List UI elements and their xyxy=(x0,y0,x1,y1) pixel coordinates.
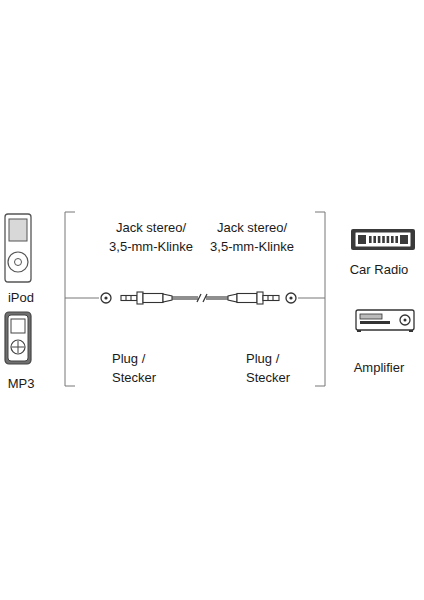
grille-bar xyxy=(378,236,381,243)
plug-label: Plug / Stecker xyxy=(112,349,172,387)
grille-bar xyxy=(382,236,385,243)
device-label: MP3 xyxy=(3,374,39,393)
right-bracket xyxy=(298,212,325,386)
grille-bar xyxy=(373,236,376,243)
grille-bar xyxy=(395,236,398,243)
jack-label: Jack stereo/ 3,5-mm-Klinke xyxy=(106,218,196,256)
plug-label: Plug / Stecker xyxy=(246,349,306,387)
grille-bar xyxy=(387,236,390,243)
device-label: iPod xyxy=(3,288,39,307)
jack-socket xyxy=(101,293,296,303)
cable xyxy=(121,292,279,304)
left-bracket xyxy=(65,212,99,386)
grille-bar xyxy=(391,236,394,243)
grille-bar xyxy=(369,236,372,243)
mp3-player-icon xyxy=(5,312,31,364)
jack-label: Jack stereo/ 3,5-mm-Klinke xyxy=(207,218,297,256)
ipod-icon xyxy=(5,214,31,282)
device-label: Amplifier xyxy=(337,358,421,377)
car-radio-icon xyxy=(351,229,415,250)
amplifier-icon xyxy=(356,310,414,332)
device-label: Car Radio xyxy=(337,260,421,279)
